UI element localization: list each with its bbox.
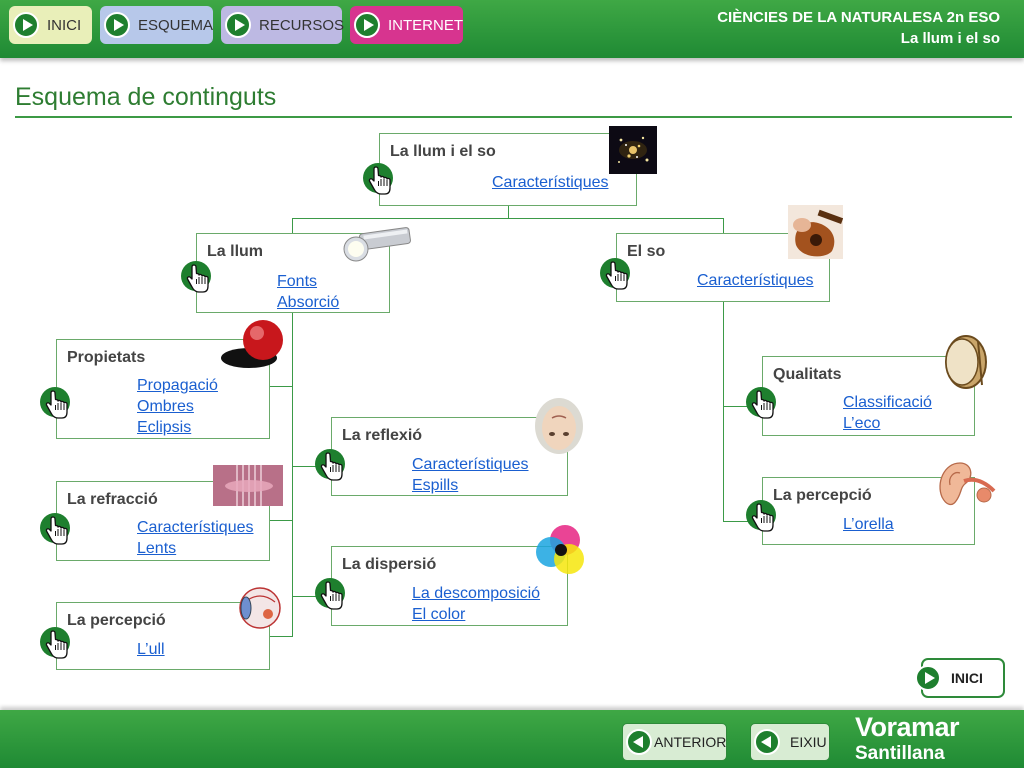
connector-line <box>292 313 293 636</box>
connector-line <box>723 406 762 407</box>
box-title: La percepció <box>773 487 872 504</box>
link-ull[interactable]: L’ull <box>137 641 165 658</box>
pointing-hand-icon[interactable] <box>40 513 74 549</box>
pointing-hand-icon[interactable] <box>600 258 634 294</box>
box-title: Qualitats <box>773 366 842 383</box>
galaxy-image <box>609 126 657 174</box>
topic-box-la-percepcio-llum: La percepció L’ull <box>56 602 270 670</box>
connector-line <box>508 206 509 218</box>
pointing-hand-icon[interactable] <box>181 261 215 297</box>
connector-line <box>292 596 331 597</box>
pointing-hand-icon[interactable] <box>315 578 349 614</box>
nav-label: ESQUEMA <box>138 16 214 34</box>
connector-line <box>723 302 724 522</box>
link-orella[interactable]: L’orella <box>843 516 894 533</box>
pointing-hand-icon[interactable] <box>40 627 74 663</box>
ear-image <box>939 462 996 506</box>
course-subject: CIÈNCIES DE LA NATURALESA 2n ESO <box>717 9 1000 26</box>
nav-label: RECURSOS <box>259 16 345 34</box>
page-title: Esquema de continguts <box>15 83 277 111</box>
box-title: La llum <box>207 243 264 260</box>
play-icon <box>104 12 130 38</box>
play-icon <box>225 12 251 38</box>
connector-line <box>292 218 293 233</box>
link-classificacio[interactable]: Classificació <box>843 394 932 411</box>
link-eco[interactable]: L’eco <box>843 415 881 432</box>
anterior-button[interactable]: ANTERIOR <box>622 723 727 761</box>
link-absorcio[interactable]: Absorció <box>277 294 340 311</box>
play-icon <box>13 12 39 38</box>
connector-line <box>270 636 293 637</box>
connector-line <box>723 521 762 522</box>
play-icon <box>354 12 380 38</box>
pointing-hand-icon[interactable] <box>746 387 780 423</box>
box-title: La percepció <box>67 612 166 629</box>
nav-label: INTERNET <box>388 16 463 34</box>
eye-image <box>239 587 281 629</box>
brand-name: Voramar <box>855 712 960 742</box>
nav-button-inici[interactable]: INICI <box>9 6 92 44</box>
link-espills[interactable]: Espills <box>412 477 459 494</box>
box-title: Propietats <box>67 349 146 366</box>
link-lents[interactable]: Lents <box>137 540 177 557</box>
topic-box-qualitats: Qualitats Classificació L’eco <box>762 356 975 436</box>
color-mixing-image <box>536 525 584 574</box>
box-title: La dispersió <box>342 556 437 573</box>
anterior-label: ANTERIOR <box>654 734 727 750</box>
link-la-descomposicio[interactable]: La descomposició <box>412 585 541 602</box>
box-title: El so <box>627 243 666 260</box>
guitar-image <box>788 205 843 259</box>
topic-box-la-dispersio: La dispersió La descomposició El color <box>331 546 568 626</box>
back-arrow-icon <box>626 729 652 755</box>
bottom-bar <box>0 710 1024 768</box>
topic-box-root: La llum i el so Característiques <box>379 133 637 206</box>
connector-line <box>270 386 293 387</box>
eixiu-label: EIXIU <box>790 734 827 750</box>
eixiu-button[interactable]: EIXIU <box>750 723 830 761</box>
link-caracteristiques[interactable]: Característiques <box>137 519 254 536</box>
back-arrow-icon <box>754 729 780 755</box>
nav-button-esquema[interactable]: ESQUEMA <box>100 6 213 44</box>
connector-line <box>292 466 331 467</box>
lens-refraction-image <box>213 465 283 506</box>
inici-label: INICI <box>951 670 983 686</box>
link-caracteristiques[interactable]: Característiques <box>412 456 529 473</box>
face-reflection-image <box>535 398 583 454</box>
link-el-color[interactable]: El color <box>412 606 466 623</box>
link-fonts[interactable]: Fonts <box>277 273 318 290</box>
connector-line <box>723 218 724 233</box>
nav-button-internet[interactable]: INTERNET <box>350 6 463 44</box>
play-icon <box>915 665 941 691</box>
link-propagacio[interactable]: Propagació <box>137 377 218 394</box>
drum-image <box>945 335 987 389</box>
connector-line <box>292 218 724 219</box>
pointing-hand-icon[interactable] <box>363 163 397 199</box>
publisher-logo: Voramar Santillana <box>855 712 960 765</box>
pointing-hand-icon[interactable] <box>40 387 74 423</box>
brand-subname: Santillana <box>855 743 945 764</box>
pointing-hand-icon[interactable] <box>315 449 349 485</box>
inici-button[interactable]: INICI <box>915 658 1005 698</box>
red-ball-shadow-image <box>221 320 283 368</box>
box-title: La llum i el so <box>390 143 496 160</box>
nav-label: INICI <box>47 16 82 34</box>
box-title: La reflexió <box>342 427 423 444</box>
link-caracteristiques[interactable]: Característiques <box>697 272 814 289</box>
course-title: CIÈNCIES DE LA NATURALESA 2n ESO La llum… <box>717 7 1000 49</box>
nav-button-recursos[interactable]: RECURSOS <box>221 6 345 44</box>
top-navigation-bar: INICI ESQUEMA RECURSOS INTERNET CIÈNCIES… <box>0 0 1024 58</box>
connector-line <box>270 520 293 521</box>
link-caracteristiques[interactable]: Característiques <box>492 174 609 191</box>
course-unit: La llum i el so <box>900 30 1000 47</box>
link-ombres[interactable]: Ombres <box>137 398 194 415</box>
title-divider <box>15 116 1012 118</box>
link-eclipsis[interactable]: Eclipsis <box>137 419 192 436</box>
box-title: La refracció <box>67 491 158 508</box>
flashlight-image <box>343 227 411 262</box>
pointing-hand-icon[interactable] <box>746 500 780 536</box>
